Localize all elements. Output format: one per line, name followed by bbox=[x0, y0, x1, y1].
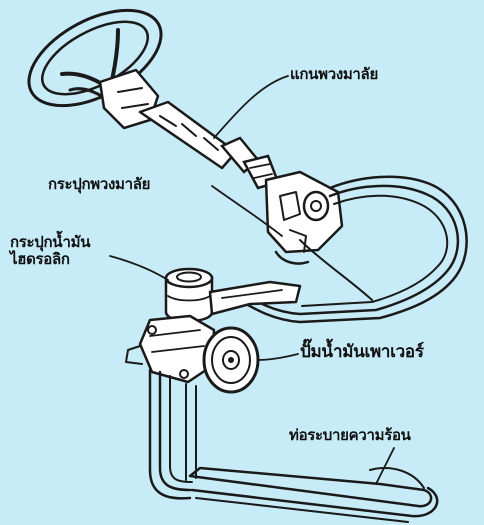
label-reservoir-line1: กระปุกน้ำมัน bbox=[10, 234, 90, 251]
label-cooler-pipe: ท่อระบายความร้อน bbox=[289, 427, 411, 444]
hydraulic-reservoir bbox=[166, 269, 212, 321]
label-steering-gear: กระปุกพวงมาลัย bbox=[48, 176, 150, 193]
cooler-lines bbox=[150, 370, 437, 522]
label-steering-column: แกนพวงมาลัย bbox=[290, 66, 378, 83]
power-pump bbox=[126, 316, 258, 392]
steering-column bbox=[100, 70, 278, 188]
leader-lines bbox=[110, 76, 394, 484]
label-reservoir: กระปุกน้ำมัน ไฮดรอลิก bbox=[10, 234, 90, 269]
label-reservoir-line2: ไฮดรอลิก bbox=[10, 251, 90, 268]
steering-gearbox bbox=[266, 172, 342, 264]
label-power-pump: ปั๊มน้ำมันเพาเวอร์ bbox=[300, 343, 424, 363]
